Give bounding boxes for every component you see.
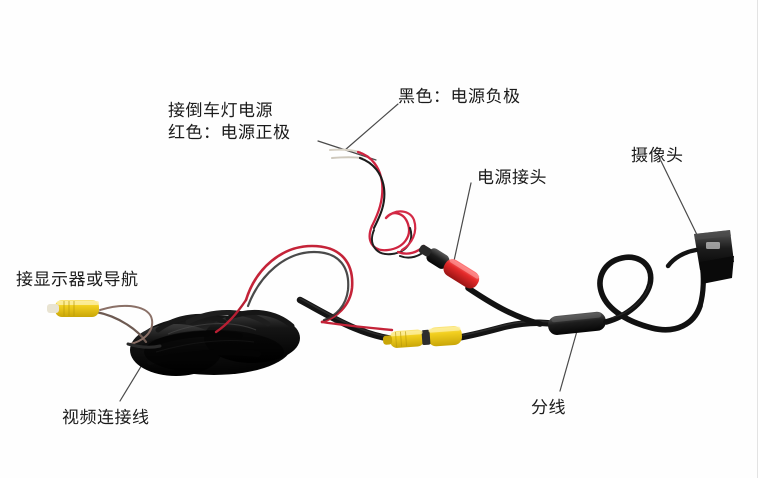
inline-splitter-module [547,311,606,335]
leader-splitter [559,330,578,392]
coiled-black-video-cable [130,310,300,376]
red-barrel-power-connector [418,244,480,289]
camera-cable-loop [597,254,706,333]
label-reverse-light-power-line1: 接倒车灯电源 [168,101,273,121]
red-black-twin-power-wire [214,244,394,334]
label-reverse-light-power: 接倒车灯电源红色：电源正极 [168,100,291,144]
leader-black-negative [344,103,399,151]
left-video-lead [94,304,162,349]
leader-lines-group [119,103,702,402]
label-display-or-nav: 接显示器或导航 [16,270,139,290]
yellow-rca-coupler [382,325,462,348]
leader-camera [660,160,702,244]
label-video-cable: 视频连接线 [62,408,150,428]
camera-housing [665,230,734,284]
leader-power-connector [451,182,472,271]
label-power-connector: 电源接头 [477,168,547,188]
yellow-rca-plug-left [47,300,99,317]
label-camera: 摄像头 [631,146,684,166]
label-splitter: 分线 [531,398,566,418]
label-reverse-light-power-line2: 红色：电源正极 [168,123,291,144]
reverse-light-power-wire [329,148,427,259]
label-black-negative: 黑色：电源负极 [398,87,521,107]
power-lead-cable [465,285,543,327]
